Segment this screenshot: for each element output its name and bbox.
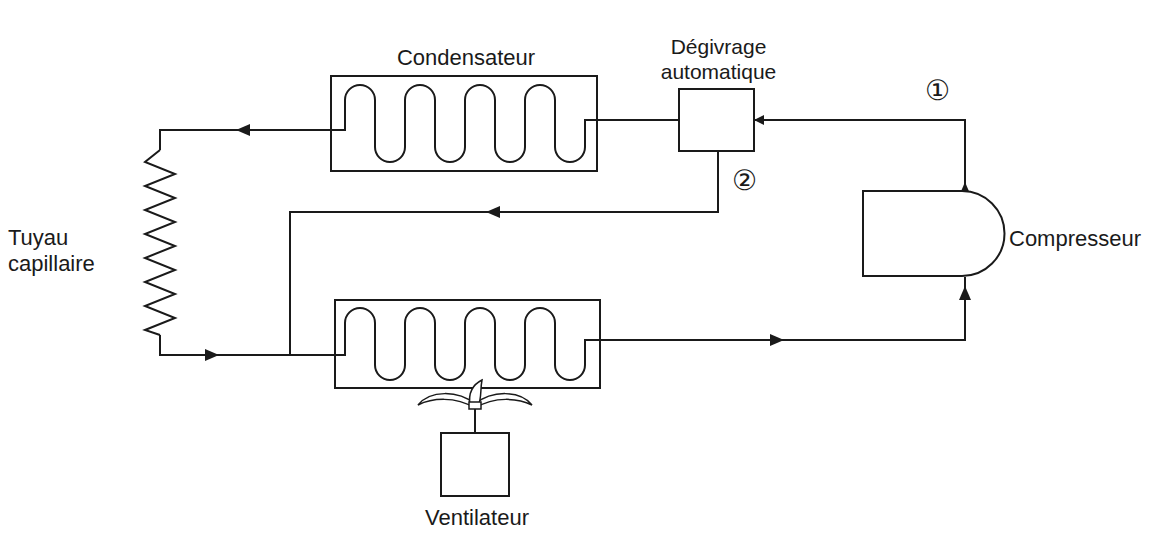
component-label: Tuyau capillaire	[8, 225, 123, 278]
flow-arrow	[959, 286, 971, 300]
flow-arrow	[486, 206, 500, 218]
node-label: Condensateur	[397, 45, 535, 71]
evaporator-coil	[337, 308, 598, 380]
condenser-box: Condensateur	[330, 75, 598, 172]
condenser-coil	[332, 85, 598, 162]
flow-arrow	[205, 349, 219, 361]
node-label: Ventilateur	[425, 505, 529, 531]
fan-motor-box: Ventilateur	[440, 432, 510, 497]
refrigerant-pipe	[598, 119, 678, 121]
defrost-box: Dégivrage automatique	[678, 88, 755, 152]
pipe	[290, 152, 718, 355]
callout-number: ①	[925, 74, 950, 108]
flow-arrow	[236, 124, 250, 136]
fan-shaft	[474, 408, 476, 432]
node-label: Compresseur	[1009, 226, 1141, 252]
refrigerant-pipe	[755, 120, 965, 190]
evaporator-box	[335, 300, 600, 388]
compressor-outline	[862, 190, 1007, 277]
pipe	[598, 277, 965, 340]
flow-arrow	[770, 334, 784, 346]
fan-blades	[418, 380, 532, 409]
callout-number: ②	[732, 164, 757, 198]
pipe	[160, 335, 337, 355]
capillary-zigzag	[145, 150, 175, 335]
compressor-dome: Compresseur	[862, 190, 1007, 277]
node-label: Dégivrage automatique	[661, 34, 777, 84]
